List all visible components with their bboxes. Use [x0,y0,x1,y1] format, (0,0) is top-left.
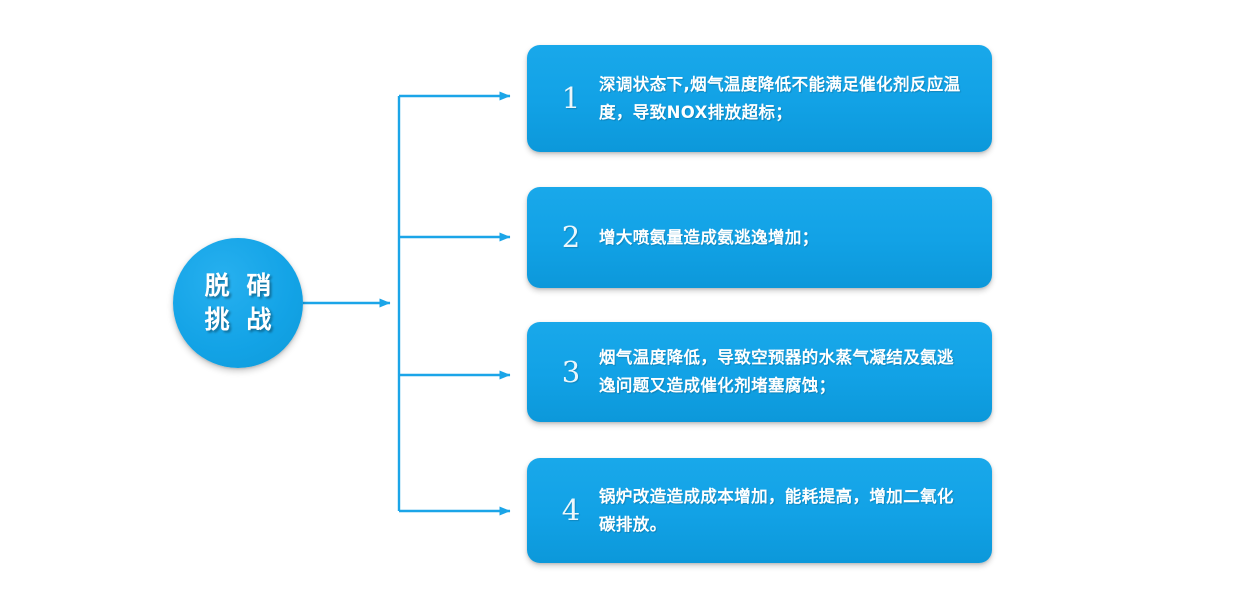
challenge-box-2[interactable]: 2 增大喷氨量造成氨逃逸增加； [527,187,992,288]
challenge-number-4: 4 [561,493,581,527]
challenge-text-4: 锅炉改造造成成本增加，能耗提高，增加二氧化碳排放。 [599,486,954,534]
challenge-box-4[interactable]: 4 锅炉改造造成成本增加，能耗提高，增加二氧化碳排放。 [527,458,992,563]
hub-circle[interactable]: 脱 硝 挑 战 [173,238,303,368]
challenge-box-3[interactable]: 3 烟气温度降低，导致空预器的水蒸气凝结及氨逃逸问题又造成催化剂堵塞腐蚀； [527,322,992,422]
challenge-text-1: 深调状态下,烟气温度降低不能满足催化剂反应温度，导致NOX排放超标； [599,74,961,122]
hub-label-line2: 挑 战 [204,305,276,334]
challenge-number-1: 1 [561,81,581,115]
challenge-number-3: 3 [561,354,581,389]
challenge-text-2: 增大喷氨量造成氨逃逸增加； [599,227,819,247]
hub-label-line1: 脱 硝 [204,271,276,300]
challenge-box-1[interactable]: 1 深调状态下,烟气温度降低不能满足催化剂反应温度，导致NOX排放超标； [527,45,992,152]
challenge-number-2: 2 [561,220,581,254]
challenge-text-3: 烟气温度降低，导致空预器的水蒸气凝结及氨逃逸问题又造成催化剂堵塞腐蚀； [599,348,954,395]
